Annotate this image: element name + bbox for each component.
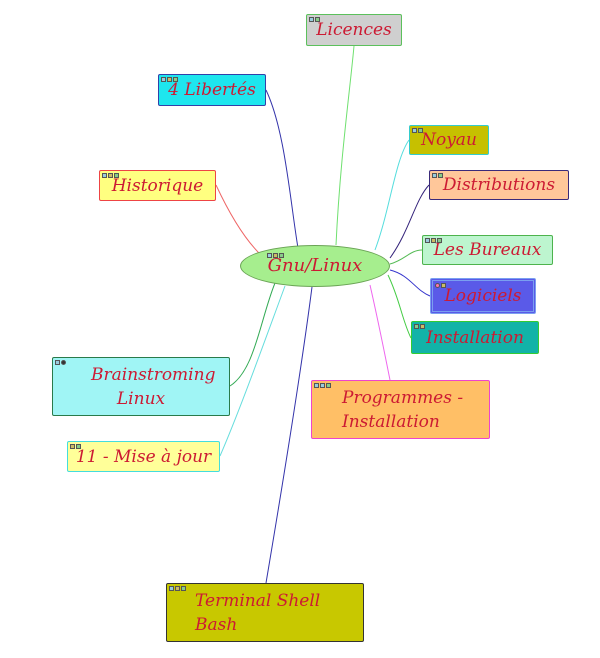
link-logiciels (389, 269, 431, 297)
note-icon (161, 77, 166, 82)
link-prog (369, 284, 391, 381)
node-icons (309, 17, 320, 22)
node-distributions[interactable]: Distributions (429, 170, 569, 200)
note-icon (102, 173, 107, 178)
node-icons (267, 253, 284, 258)
link-icon (273, 253, 278, 258)
node-logiciels[interactable]: Logiciels (430, 278, 536, 314)
node-label: Les Bureaux (433, 240, 542, 260)
note-icon (314, 383, 319, 388)
node-label: Installation (426, 327, 524, 348)
note-icon (425, 238, 430, 243)
node-icons (414, 324, 425, 329)
node-label: Programmes - Installation (342, 387, 464, 432)
node-programmes-installation[interactable]: Programmes - Installation (311, 380, 490, 439)
link-licences (335, 45, 355, 246)
node-icons (161, 77, 178, 82)
note-icon (309, 17, 314, 22)
node-label: Terminal Shell Bash (195, 590, 321, 635)
node-label: 11 - Mise à jour (75, 446, 212, 467)
node-installation[interactable]: Installation (411, 321, 539, 354)
link-icon (70, 444, 75, 449)
pin-icon (435, 283, 440, 288)
gear-icon (414, 324, 419, 329)
node-licences[interactable]: Licences (306, 14, 402, 46)
note-icon (412, 128, 417, 133)
node-terminal-shell-bash[interactable]: Terminal Shell Bash (166, 583, 364, 642)
node-icons (435, 283, 446, 288)
link-mise (219, 285, 286, 457)
node-label: 4 Libertés (168, 80, 256, 100)
node-icons (412, 128, 423, 133)
node-label: Gnu/Linux (267, 255, 363, 276)
link-icon (431, 238, 436, 243)
node-historique[interactable]: Historique (99, 170, 216, 201)
note-icon (320, 383, 325, 388)
attachment-icon (76, 444, 81, 449)
link-icon (441, 283, 446, 288)
node-label: Noyau (421, 130, 477, 150)
dot-icon (61, 360, 66, 365)
link-icon (420, 324, 425, 329)
link-icon (167, 77, 172, 82)
note-icon (169, 586, 174, 591)
node-mise-a-jour[interactable]: 11 - Mise à jour (67, 441, 220, 472)
node-label: Brainstroming Linux (91, 364, 216, 409)
link-brain (229, 282, 276, 387)
node-label: Licences (316, 20, 392, 40)
node-icons (425, 238, 442, 243)
central-node-gnu-linux[interactable]: Gnu/Linux (240, 245, 390, 287)
attachment-icon (326, 383, 331, 388)
link-icon (108, 173, 113, 178)
node-icons (432, 173, 443, 178)
note-icon (55, 360, 60, 365)
node-icons (70, 444, 81, 449)
attachment-icon (315, 17, 320, 22)
node-label: Distributions (442, 175, 556, 195)
attachment-icon (181, 586, 186, 591)
attachment-icon (279, 253, 284, 258)
link-terminal (265, 286, 313, 584)
node-icons (314, 383, 331, 388)
node-icons (102, 173, 119, 178)
link-bureaux (389, 249, 423, 265)
attachment-icon (437, 238, 442, 243)
node-label: Historique (111, 175, 204, 196)
note-icon (432, 173, 437, 178)
note-icon (267, 253, 272, 258)
attachment-icon (114, 173, 119, 178)
node-les-bureaux[interactable]: Les Bureaux (422, 235, 553, 265)
node-4-libertes[interactable]: 4 Libertés (158, 74, 266, 106)
link-libertes (265, 89, 299, 249)
link-historique (215, 184, 263, 257)
node-icons (55, 360, 66, 365)
link-icon (175, 586, 180, 591)
node-label: Logiciels (444, 286, 522, 306)
node-brainstroming-linux[interactable]: Brainstroming Linux (52, 357, 230, 416)
link-distrib (389, 184, 430, 259)
node-noyau[interactable]: Noyau (409, 125, 489, 155)
link-noyau (374, 139, 410, 251)
attachment-icon (173, 77, 178, 82)
link-install (387, 274, 412, 339)
attachment-icon (438, 173, 443, 178)
node-icons (169, 586, 186, 591)
attachment-icon (418, 128, 423, 133)
